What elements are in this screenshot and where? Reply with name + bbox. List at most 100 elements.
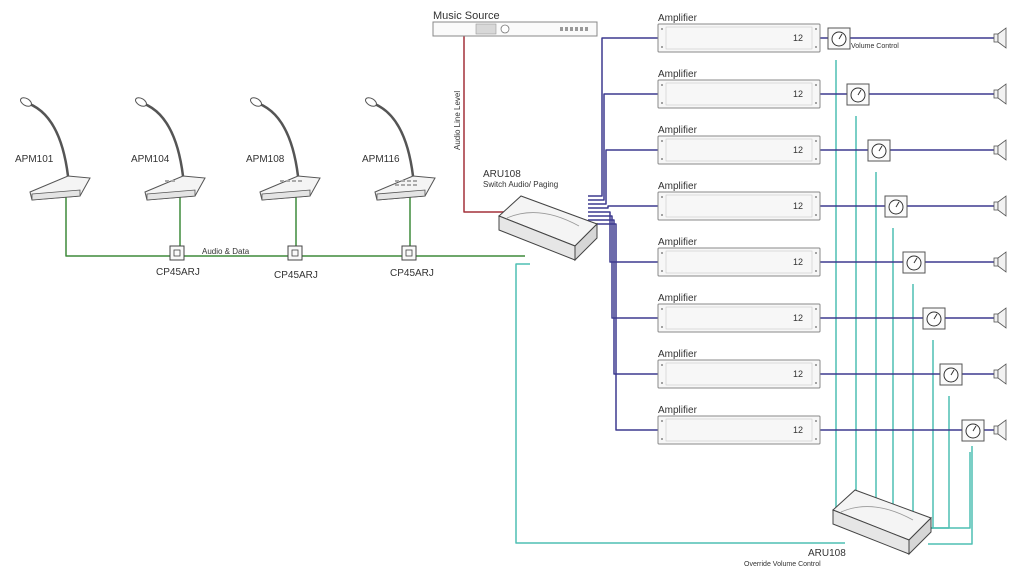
mic-label-4: APM116 [362, 154, 400, 165]
amplifier-label-1: Amplifier [658, 13, 698, 24]
rack-screw [815, 196, 817, 198]
mic-key-icon [171, 180, 175, 182]
microphone-1 [20, 97, 91, 201]
volume-knob-pointer [950, 369, 955, 376]
amplifier-badge: 12 [793, 201, 803, 211]
mic-key-icon [298, 180, 302, 182]
amplifier-badge: 12 [793, 369, 803, 379]
rack-screw [661, 252, 663, 254]
music-source-label: Music Source [433, 10, 500, 22]
amplifier-label-7: Amplifier [658, 349, 698, 360]
mic-head-icon [135, 97, 147, 107]
amplifier-8 [657, 415, 821, 445]
rack-screw [815, 214, 817, 216]
rack-screw [661, 326, 663, 328]
speaker-icon [993, 89, 999, 99]
volume-knob-pointer [972, 425, 977, 432]
rack-screw [815, 28, 817, 30]
amplifier-faceplate [665, 194, 813, 218]
rack-screw [815, 382, 817, 384]
audio-data-label: Audio & Data [202, 247, 250, 256]
speaker-icon [993, 425, 999, 435]
rack-screw [661, 84, 663, 86]
rack-screw [661, 46, 663, 48]
amplifier-label-4: Amplifier [658, 181, 698, 192]
aru-main-name: ARU108 [483, 169, 521, 180]
aru-slot [840, 506, 914, 521]
amplifier-3 [657, 135, 821, 165]
amp-feed-wire-1 [588, 37, 658, 197]
rack-screw [661, 420, 663, 422]
amp-feed-wire-7 [588, 219, 658, 375]
override-wire-main [515, 263, 845, 544]
labels-layer: Music Source Audio Line Level ARU108 Swi… [15, 10, 899, 568]
microphone-4 [365, 97, 436, 201]
speaker-cone-icon [997, 363, 1007, 385]
mic-label-2: APM104 [131, 154, 170, 165]
rack-screw [815, 46, 817, 48]
amp-feed-wire-8 [588, 223, 658, 431]
amplifier-badge: 12 [793, 145, 803, 155]
mic-key-icon [401, 180, 405, 182]
aru-override-device [832, 489, 932, 556]
music-source-button [575, 27, 578, 31]
volume-knob-pointer [933, 313, 938, 320]
amplifier-label-2: Amplifier [658, 69, 698, 80]
rack-screw [815, 252, 817, 254]
speaker-cone-icon [997, 27, 1007, 49]
amplifier-7 [657, 359, 821, 389]
rack-screw [815, 308, 817, 310]
rack-screw [661, 28, 663, 30]
speaker-cone-icon [997, 419, 1007, 441]
music-source-button [570, 27, 573, 31]
rack-screw [661, 438, 663, 440]
mic-key-icon [413, 180, 417, 182]
rack-screw [815, 438, 817, 440]
aru-switch-device [498, 195, 598, 262]
speaker-icon [993, 145, 999, 155]
music-source-button [565, 27, 568, 31]
mic-base-front [31, 189, 81, 201]
rack-screw [661, 140, 663, 142]
junction-label-2: CP45ARJ [274, 270, 318, 281]
amplifier-4 [657, 191, 821, 221]
junction-box-1 [169, 245, 185, 261]
music-source-device [432, 21, 598, 37]
speaker-cone-icon [997, 139, 1007, 161]
audio-line-level-wire [463, 36, 504, 213]
mic-base-front [376, 189, 426, 201]
amplifier-badge: 12 [793, 313, 803, 323]
speaker-cone-icon [997, 195, 1007, 217]
override-wire-6 [918, 340, 934, 529]
mic-label-3: APM108 [246, 154, 285, 165]
amplifier-badge: 12 [793, 425, 803, 435]
amplifier-label-5: Amplifier [658, 237, 698, 248]
amplifier-5 [657, 247, 821, 277]
music-source-knob [500, 24, 510, 34]
amp-feed-wire-6 [588, 215, 658, 319]
speaker-icon [993, 33, 999, 43]
amplifier-faceplate [665, 306, 813, 330]
amplifier-faceplate [665, 26, 813, 50]
speaker-cone-icon [997, 83, 1007, 105]
rack-screw [661, 102, 663, 104]
mic-key-icon [280, 180, 284, 182]
override-wire-return [928, 446, 973, 545]
amplifier-faceplate [665, 82, 813, 106]
junction-box-2 [287, 245, 303, 261]
rj45-port-icon [173, 249, 181, 257]
aru-main-desc: Switch Audio/ Paging [483, 180, 558, 189]
amplifier-faceplate [665, 362, 813, 386]
mic-key-icon [413, 184, 417, 186]
amplifier-badge: 12 [793, 257, 803, 267]
rack-screw [815, 158, 817, 160]
microphone-3 [250, 97, 321, 201]
mic-base-front [261, 189, 311, 201]
amplifier-faceplate [665, 138, 813, 162]
music-source-button [585, 27, 588, 31]
mic-head-icon [250, 97, 262, 107]
volume-control-label: Volume Control [851, 43, 899, 50]
rack-screw [661, 308, 663, 310]
amplifier-faceplate [665, 418, 813, 442]
